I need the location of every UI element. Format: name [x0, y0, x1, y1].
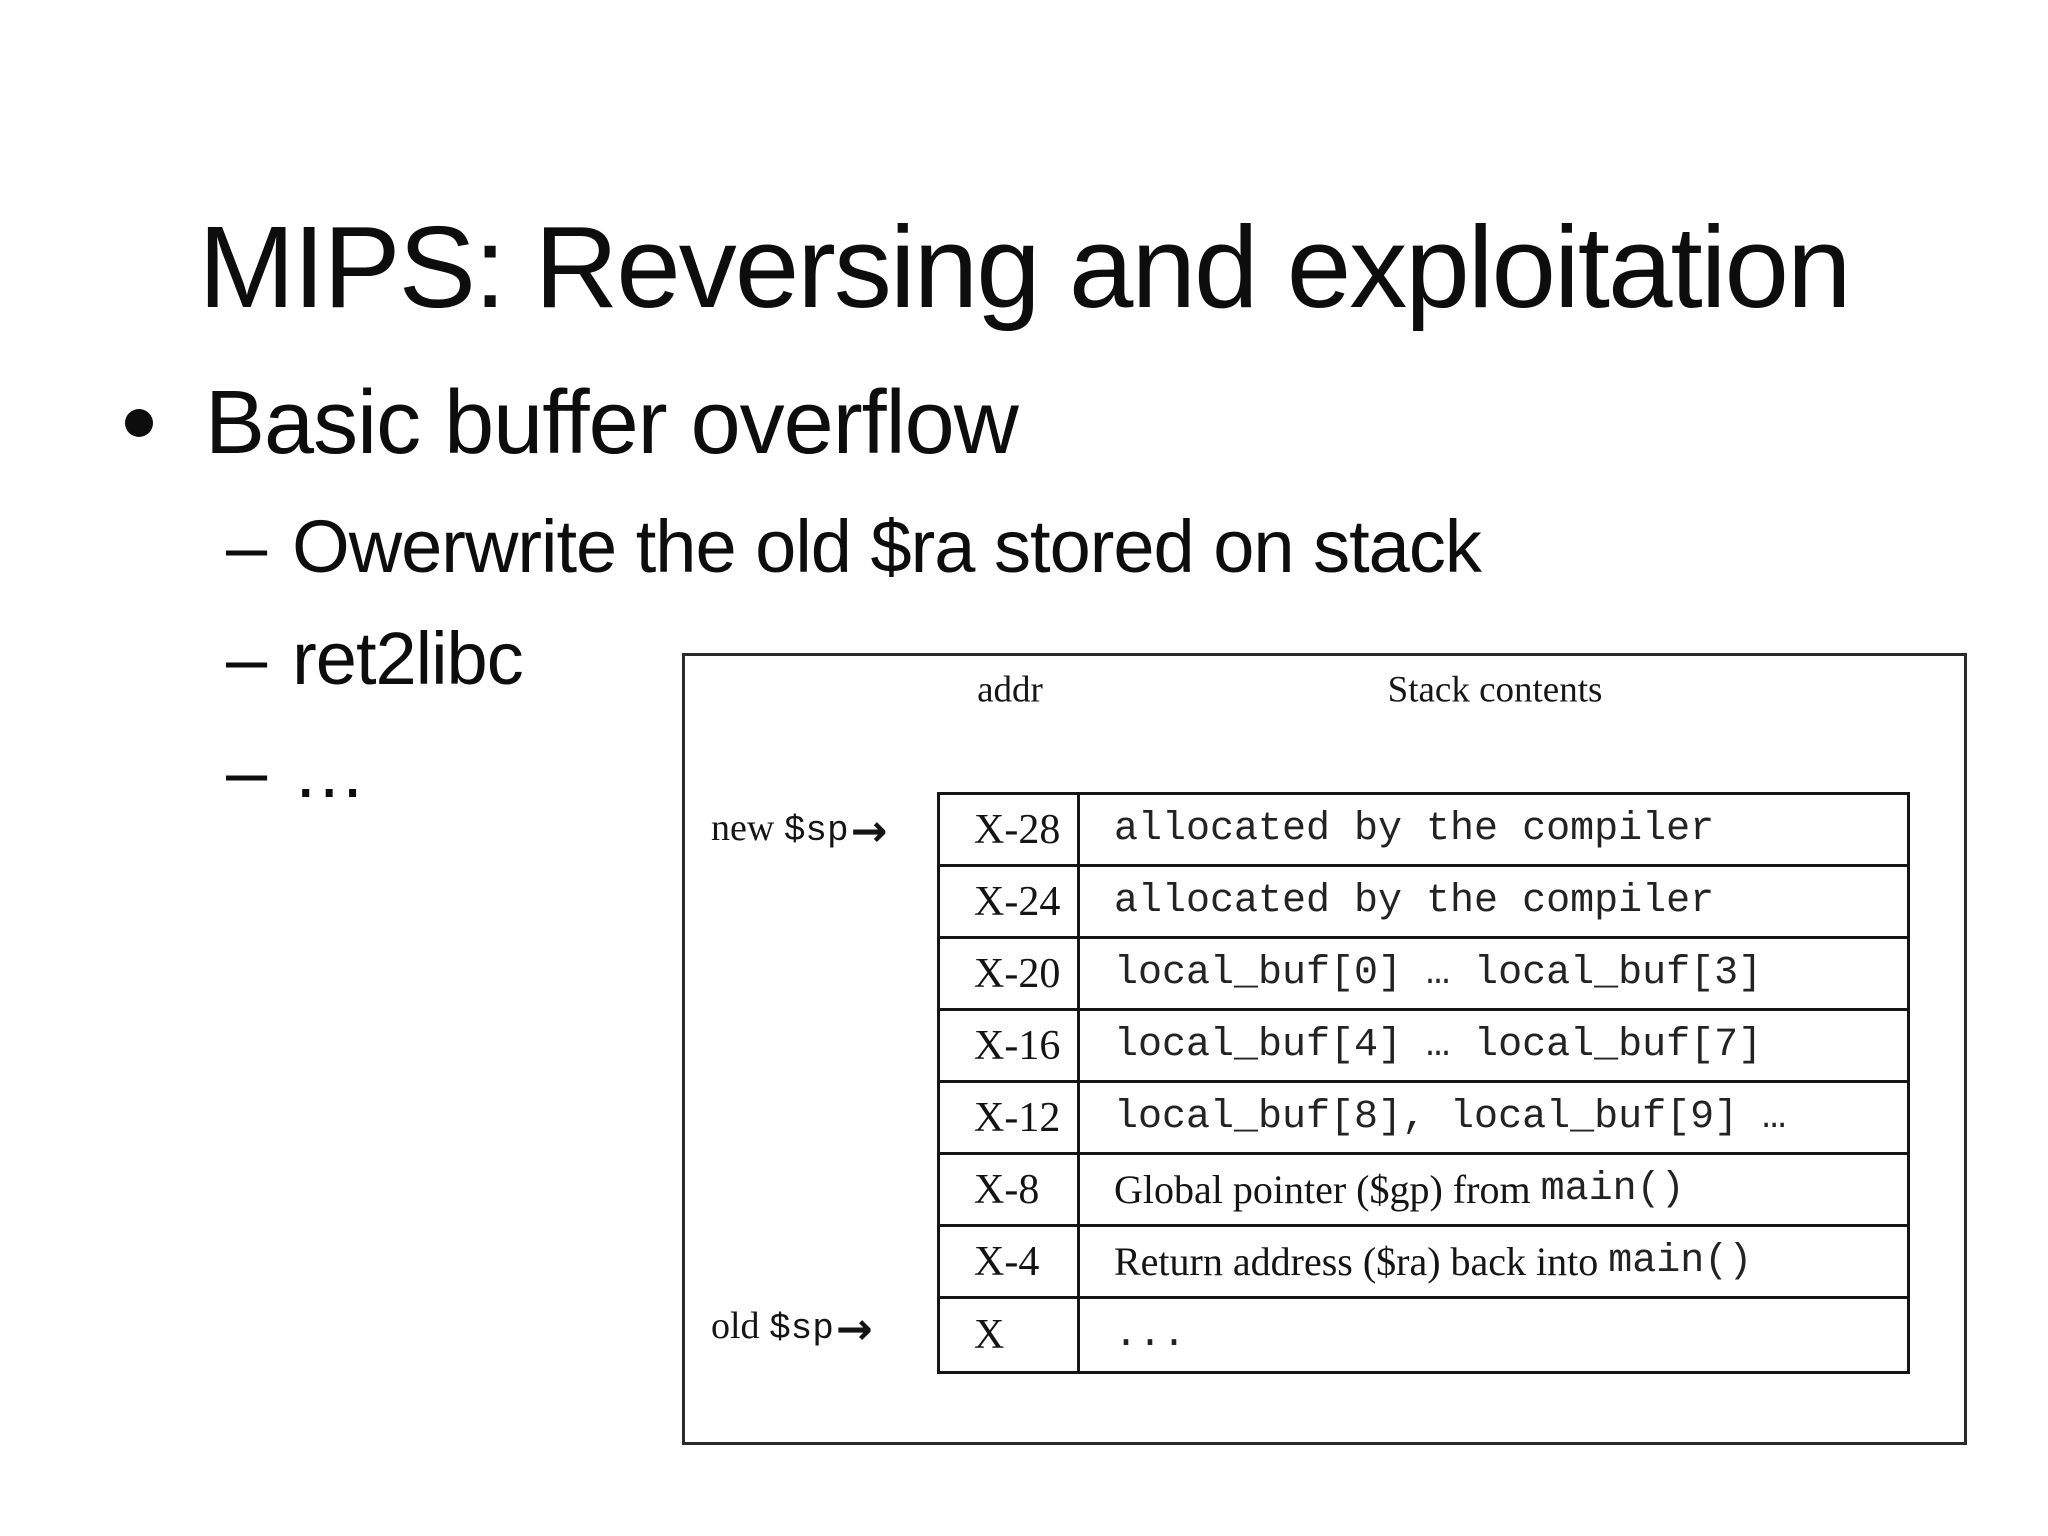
content-cell: allocated by the compiler: [1080, 867, 1907, 939]
sub-bullet-1-text: Owerwrite the old $ra stored on stack: [292, 505, 1482, 588]
sub-bullet-2-text: ret2libc: [292, 617, 524, 700]
content-cell: local_buf[4] … local_buf[7]: [1080, 1011, 1907, 1083]
content-mono: allocated by the compiler: [1114, 879, 1715, 924]
stack-figure: addr Stack contents new $sp→ old $sp→ X-…: [682, 653, 1967, 1445]
slide-title: MIPS: Reversing and exploitation: [198, 201, 1851, 332]
addr-cell: X-20: [940, 939, 1080, 1011]
content-cell: local_buf[0] … local_buf[3]: [1080, 939, 1907, 1011]
content-mono: main(): [1608, 1239, 1753, 1284]
content-cell: local_buf[8], local_buf[9] …: [1080, 1083, 1907, 1155]
sub-bullet-1: –Owerwrite the old $ra stored on stack: [226, 505, 1482, 588]
content-mono: ...: [1114, 1312, 1187, 1358]
sub-bullet-3: –…: [226, 730, 366, 813]
addr-cell: X-8: [940, 1155, 1080, 1227]
content-mono: local_buf[4] … local_buf[7]: [1114, 1023, 1763, 1068]
content-mono: local_buf[0] … local_buf[3]: [1114, 951, 1763, 996]
bullet-level1: Basic buffer overflow: [205, 373, 1019, 473]
content-cell: allocated by the compiler: [1080, 795, 1907, 867]
new-sp-prefix: new: [711, 807, 784, 849]
addr-cell: X: [940, 1299, 1080, 1371]
content-serif: Return address ($ra) back into: [1114, 1239, 1609, 1284]
old-sp-prefix: old: [711, 1305, 770, 1347]
stack-table: X-28 allocated by the compiler X-24 allo…: [937, 792, 1910, 1374]
addr-cell: X-28: [940, 795, 1080, 867]
dash-icon: –: [226, 617, 267, 700]
content-mono: allocated by the compiler: [1114, 807, 1715, 852]
dash-icon: –: [226, 730, 267, 813]
content-cell: Global pointer ($gp) from main(): [1080, 1155, 1907, 1227]
bullet-icon: [125, 409, 153, 437]
sub-bullet-2: –ret2libc: [226, 617, 524, 700]
dash-icon: –: [226, 505, 267, 588]
right-arrow-icon: →: [835, 1303, 873, 1355]
bullet-level1-text: Basic buffer overflow: [205, 373, 1019, 473]
pointer-label-new-sp: new $sp→: [711, 805, 888, 857]
sub-bullet-3-text: …: [292, 730, 366, 813]
addr-cell: X-24: [940, 867, 1080, 939]
pointer-label-old-sp: old $sp→: [711, 1303, 873, 1355]
content-cell: ...: [1080, 1299, 1907, 1371]
column-header-stack-contents: Stack contents: [1387, 669, 1603, 711]
content-cell: Return address ($ra) back into main(): [1080, 1227, 1907, 1299]
new-sp-register: $sp: [783, 810, 849, 851]
column-header-addr: addr: [977, 669, 1043, 711]
content-mono: local_buf[8], local_buf[9] …: [1114, 1095, 1787, 1140]
addr-cell: X-4: [940, 1227, 1080, 1299]
right-arrow-icon: →: [850, 805, 888, 857]
content-serif: Global pointer ($gp) from: [1114, 1167, 1541, 1212]
content-mono: main(): [1540, 1167, 1685, 1212]
old-sp-register: $sp: [769, 1308, 834, 1349]
addr-cell: X-12: [940, 1083, 1080, 1155]
addr-cell: X-16: [940, 1011, 1080, 1083]
